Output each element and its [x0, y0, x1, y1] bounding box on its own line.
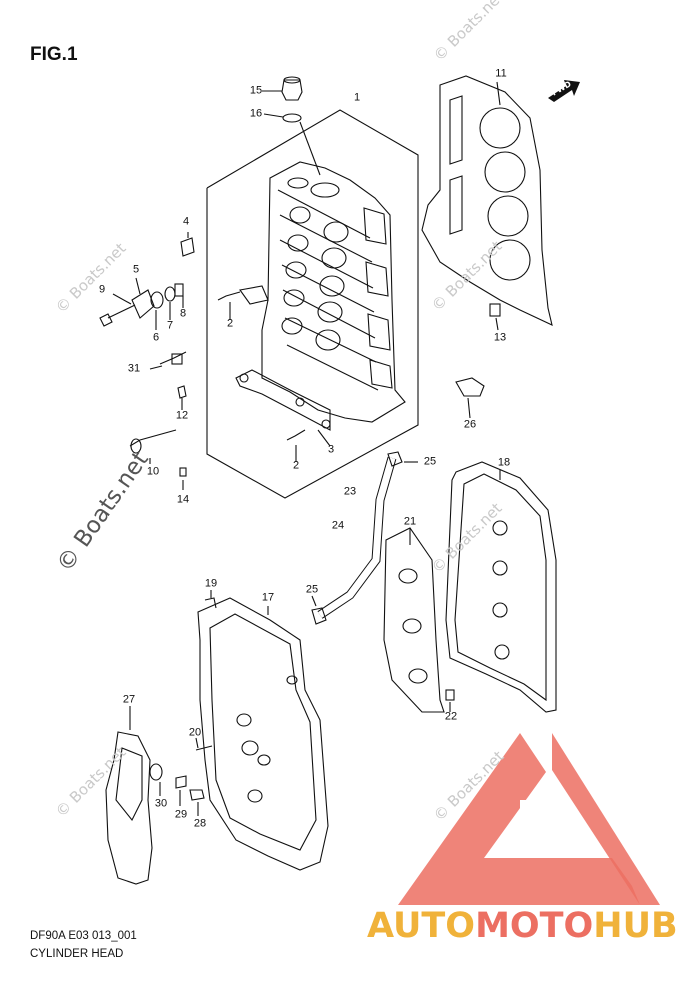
callout-label: 20 [188, 726, 202, 739]
logo-triangle [398, 733, 660, 905]
frame-item-1 [206, 109, 419, 499]
plug-cover [105, 731, 153, 885]
callout-label: 2 [292, 459, 300, 472]
callout-label: 4 [182, 215, 190, 228]
callout-label: 12 [175, 409, 189, 422]
logo-part-moto: MOTO [475, 906, 594, 946]
callout-label: 23 [343, 485, 357, 498]
logo: AUTOMOTOHUB [367, 906, 678, 946]
callout-label: 13 [493, 331, 507, 344]
callout-label: 15 [249, 84, 263, 97]
figure-code: DF90A E03 013_001 [30, 930, 137, 942]
callout-label: 5 [132, 263, 140, 276]
callout-label: 25 [423, 455, 437, 468]
line-art [99, 75, 557, 885]
fwd-arrow [548, 80, 580, 102]
callout-label: 6 [152, 331, 160, 344]
callout-label: 2 [226, 317, 234, 330]
cover-gasket-18 [445, 461, 557, 713]
callout-label: 14 [176, 493, 190, 506]
figure-name: CYLINDER HEAD [30, 948, 124, 960]
callout-label: 31 [127, 362, 141, 375]
logo-part-hub: HUB [593, 906, 678, 946]
cylinder-head [261, 161, 406, 423]
callout-label: 10 [146, 465, 160, 478]
cam-bores [281, 206, 349, 351]
head-cover [197, 597, 329, 871]
callout-label: 11 [495, 67, 507, 80]
callout-label: 7 [166, 319, 174, 332]
callout-label: 9 [98, 283, 106, 296]
callout-label: 22 [444, 710, 458, 723]
callout-label: 8 [179, 307, 187, 320]
callout-label: 25 [305, 583, 319, 596]
callout-label: 24 [331, 519, 345, 532]
callout-label: 16 [249, 107, 263, 120]
callout-label: 28 [193, 817, 207, 830]
head-gasket [421, 75, 553, 326]
callout-label: 29 [174, 808, 188, 821]
callout-label: 17 [261, 591, 275, 604]
callout-label: 27 [122, 693, 136, 706]
logo-part-auto: AUTO [367, 906, 476, 946]
callout-label: 1 [353, 91, 361, 104]
callout-label: 3 [327, 443, 335, 456]
callout-label: 19 [204, 577, 218, 590]
callout-label: 26 [463, 418, 477, 431]
cover-gasket-21 [383, 527, 445, 713]
callout-label: 30 [154, 797, 168, 810]
side-ports [363, 207, 393, 389]
figure-title: FIG.1 [30, 44, 78, 65]
callout-label: 18 [497, 456, 511, 469]
callout-label: 21 [403, 515, 417, 528]
